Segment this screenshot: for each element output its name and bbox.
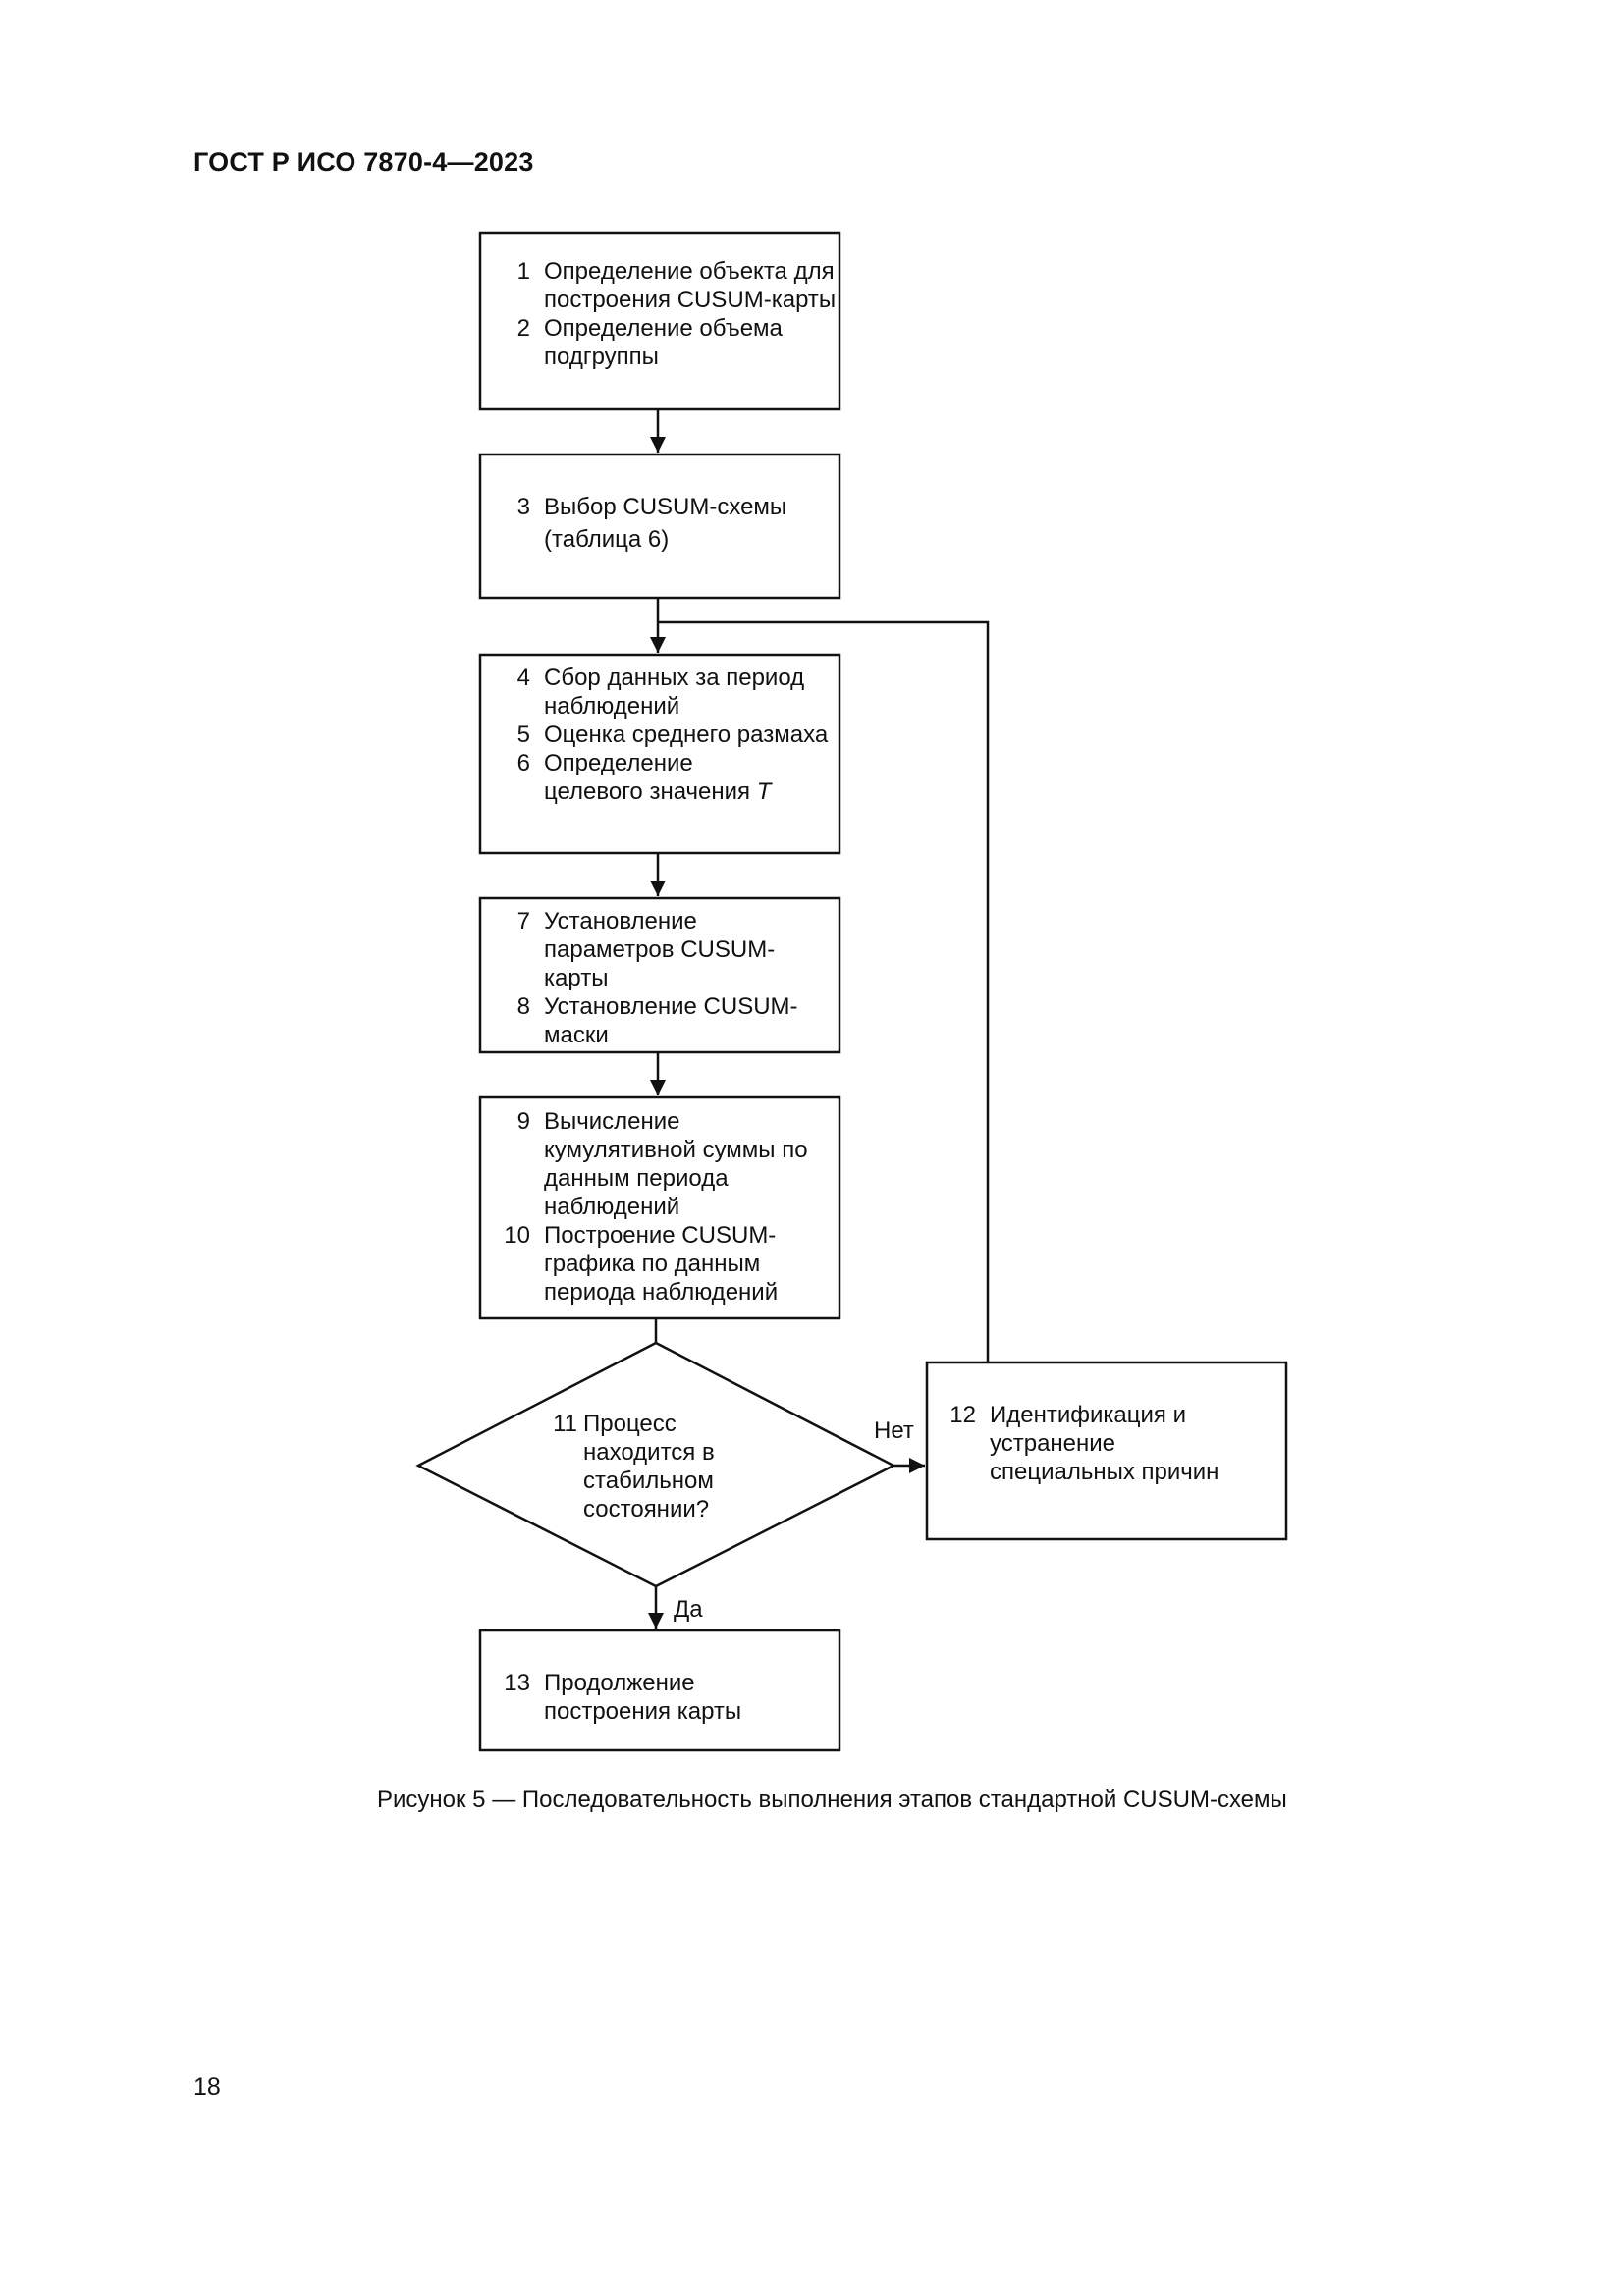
branch-label-yes: Да (674, 1596, 703, 1623)
target-value-symbol: T (756, 778, 772, 805)
text-steps-9-10: 9 Вычисление кумулятивной суммы по данны… (491, 1107, 820, 1307)
feedback-line-12-to-4 (658, 620, 990, 1362)
text-step-11: 11 Процесс находится в стабильном состоя… (540, 1410, 736, 1523)
step-6: 6 Определение целевого значения T (491, 749, 837, 806)
text-step-12: 12 Идентификация и устранение специальны… (937, 1401, 1231, 1486)
step-8-text: Установление CUSUM-маски (544, 993, 798, 1048)
step-3-text: Выбор CUSUM-схемы (таблица 6) (544, 494, 787, 553)
step-10-text: Построение CUSUM-графика по данным перио… (544, 1222, 779, 1306)
box-step-12 (925, 1361, 1288, 1541)
step-5-text: Оценка среднего размаха (544, 721, 829, 748)
step-8-number: 8 (516, 993, 530, 1020)
page-number: 18 (193, 2073, 221, 2101)
step-7-number: 7 (516, 908, 530, 934)
step-2: 2 Определение объема подгруппы (491, 314, 837, 371)
step-3-number: 3 (516, 494, 530, 520)
box-step-13 (478, 1629, 841, 1752)
step-1: 1 Определение объекта для построения CUS… (491, 257, 837, 314)
step-11: 11 Процесс находится в стабильном состоя… (540, 1410, 736, 1523)
text-step-13: 13 Продолжение построения карты (491, 1669, 776, 1726)
box-steps-7-8 (478, 896, 841, 1054)
step-7-text: Установление параметров CUSUM-карты (544, 908, 776, 991)
step-1-text: Определение объекта для построения CUSUM… (544, 258, 837, 313)
step-9-number: 9 (516, 1108, 530, 1135)
step-5-number: 5 (516, 721, 530, 748)
step-7: 7 Установление параметров CUSUM-карты (491, 907, 815, 992)
step-2-number: 2 (516, 315, 530, 342)
step-10-number: 10 (504, 1222, 530, 1249)
step-6-text: Определение целевого значения (544, 750, 751, 805)
step-13-number: 13 (504, 1670, 530, 1696)
step-8: 8 Установление CUSUM-маски (491, 992, 815, 1049)
box-steps-1-2 (478, 231, 841, 411)
step-1-number: 1 (516, 258, 530, 285)
step-13-text: Продолжение построения карты (544, 1670, 742, 1725)
step-6-number: 6 (516, 750, 530, 776)
step-11-text: Процесс находится в стабильном состоянии… (583, 1411, 715, 1522)
text-steps-4-6: 4 Сбор данных за период наблюдений 5 Оце… (491, 664, 837, 806)
step-2-text: Определение объема подгруппы (544, 315, 783, 370)
step-12-number: 12 (949, 1402, 976, 1428)
step-6-text-wrap: Определение целевого значения T (544, 749, 780, 806)
step-4: 4 Сбор данных за период наблюдений (491, 664, 837, 721)
step-11-number: 11 (553, 1411, 577, 1437)
step-5: 5 Оценка среднего размаха (491, 721, 837, 749)
figure-caption: Рисунок 5 — Последовательность выполнени… (377, 1787, 1287, 1813)
document-header: ГОСТ Р ИСО 7870-4—2023 (193, 147, 534, 177)
step-12: 12 Идентификация и устранение специальны… (937, 1401, 1231, 1486)
step-4-number: 4 (516, 665, 530, 691)
step-3: 3 Выбор CUSUM-схемы (таблица 6) (491, 491, 805, 556)
branch-label-no: Нет (874, 1417, 914, 1444)
box-steps-4-6 (478, 653, 841, 855)
box-step-3 (478, 453, 841, 600)
step-12-text: Идентификация и устранение специальных п… (990, 1402, 1219, 1485)
step-4-text: Сбор данных за период наблюдений (544, 665, 805, 720)
text-step-3: 3 Выбор CUSUM-схемы (таблица 6) (491, 491, 805, 556)
step-9-text: Вычисление кумулятивной суммы по данным … (544, 1108, 808, 1220)
text-steps-7-8: 7 Установление параметров CUSUM-карты 8 … (491, 907, 815, 1049)
step-13: 13 Продолжение построения карты (491, 1669, 776, 1726)
box-steps-9-10 (478, 1095, 841, 1320)
step-9: 9 Вычисление кумулятивной суммы по данны… (491, 1107, 820, 1221)
step-10: 10 Построение CUSUM-графика по данным пе… (491, 1221, 820, 1307)
text-steps-1-2: 1 Определение объекта для построения CUS… (491, 257, 837, 371)
